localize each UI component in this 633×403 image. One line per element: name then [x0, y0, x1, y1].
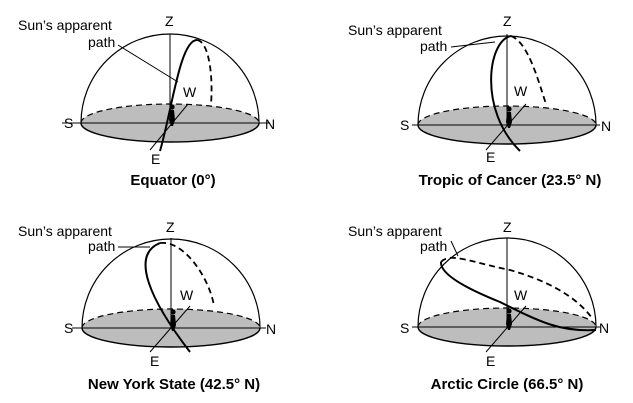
callout-leader	[450, 240, 459, 257]
panel-caption: Equator (0°)	[130, 172, 215, 189]
callout-line-1: Sun’s apparent	[18, 223, 112, 239]
panel-new-york-state: Sun’s apparent path Z S N E W New York S…	[18, 219, 276, 393]
sun-path-dashed	[440, 256, 593, 319]
sun-path-solid	[490, 35, 521, 152]
west-label: W	[180, 287, 194, 303]
zenith-label: Z	[503, 13, 512, 29]
observer-figure	[169, 104, 175, 126]
west-label: W	[514, 287, 528, 303]
observer-figure	[506, 106, 512, 128]
zenith-label: Z	[165, 13, 174, 29]
zenith-label: Z	[166, 219, 175, 235]
south-label: S	[64, 320, 73, 336]
east-label: E	[486, 149, 495, 165]
east-west-line	[149, 305, 191, 353]
callout-line-2: path	[88, 34, 115, 50]
north-label: N	[266, 321, 276, 337]
south-label: S	[400, 117, 409, 133]
sun-path-dashed	[196, 39, 213, 105]
panel-caption: Arctic Circle (66.5° N)	[431, 376, 584, 393]
east-west-line	[485, 305, 527, 353]
callout-line-2: path	[420, 238, 447, 254]
east-label: E	[151, 151, 160, 167]
panel-caption: Tropic of Cancer (23.5° N)	[419, 172, 602, 189]
east-label: E	[486, 353, 495, 369]
north-label: N	[601, 118, 611, 134]
callout-line-2: path	[420, 38, 447, 54]
observer-figure	[170, 309, 176, 331]
callout-leader	[450, 41, 496, 48]
callout-leader	[117, 44, 179, 83]
south-label: S	[400, 320, 409, 336]
panel-arctic-circle: Sun’s apparent path Z S N E W Arctic Cir…	[348, 219, 609, 393]
horizon-front	[81, 327, 261, 348]
callout-line-1: Sun’s apparent	[348, 22, 442, 38]
callout-line-2: path	[88, 238, 115, 254]
north-label: N	[265, 116, 275, 132]
south-label: S	[64, 115, 73, 131]
sun-path-solid	[439, 261, 597, 332]
sun-path-dashed	[510, 35, 547, 105]
east-west-line	[149, 103, 189, 151]
east-label: E	[150, 353, 159, 369]
sun-path-solid	[144, 242, 191, 353]
north-label: N	[599, 320, 609, 336]
sun-path-solid	[159, 39, 198, 152]
zenith-label: Z	[503, 219, 512, 235]
observer-figure	[506, 308, 512, 330]
panel-equator: Sun’s apparent path Z S N E W Equator (0…	[18, 13, 275, 189]
callout-line-1: Sun’s apparent	[348, 223, 442, 239]
west-label: W	[183, 84, 197, 100]
horizon-front	[80, 122, 260, 143]
panel-tropic-of-cancer: Sun’s apparent path Z S N E W Tropic of …	[348, 13, 611, 189]
west-label: W	[514, 83, 528, 99]
sun-path-dashed	[159, 242, 215, 307]
east-west-line	[485, 103, 527, 151]
horizon-front	[417, 326, 597, 347]
panel-caption: New York State (42.5° N)	[88, 376, 260, 393]
callout-line-1: Sun’s apparent	[18, 17, 112, 33]
